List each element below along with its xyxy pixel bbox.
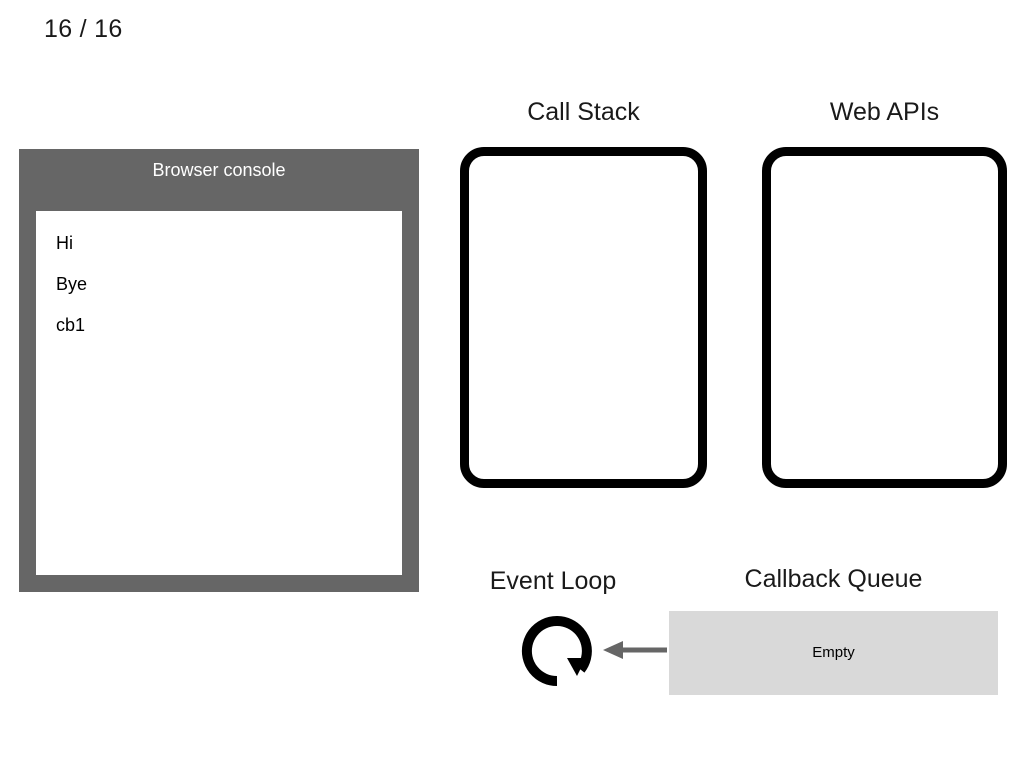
web-apis-box bbox=[762, 147, 1007, 488]
page-counter: 16 / 16 bbox=[44, 15, 123, 43]
call-stack-title: Call Stack bbox=[527, 98, 640, 126]
call-stack-box bbox=[460, 147, 707, 488]
web-apis-items bbox=[771, 156, 998, 479]
callback-queue-title: Callback Queue bbox=[744, 565, 923, 593]
console-log-line: Hi bbox=[56, 233, 73, 253]
arrow-left-icon bbox=[601, 637, 667, 663]
callback-queue-box: Empty bbox=[669, 611, 998, 695]
console-log-line: Bye bbox=[56, 274, 88, 294]
event-loop-title: Event Loop bbox=[489, 567, 617, 595]
circular-arrow-icon bbox=[519, 613, 595, 689]
callback-queue-empty-label: Empty bbox=[812, 644, 855, 661]
call-stack-items bbox=[469, 156, 698, 479]
browser-console-title: Browser console bbox=[152, 160, 286, 180]
console-log-line: cb1 bbox=[56, 315, 86, 335]
web-apis-title: Web APIs bbox=[829, 98, 940, 126]
